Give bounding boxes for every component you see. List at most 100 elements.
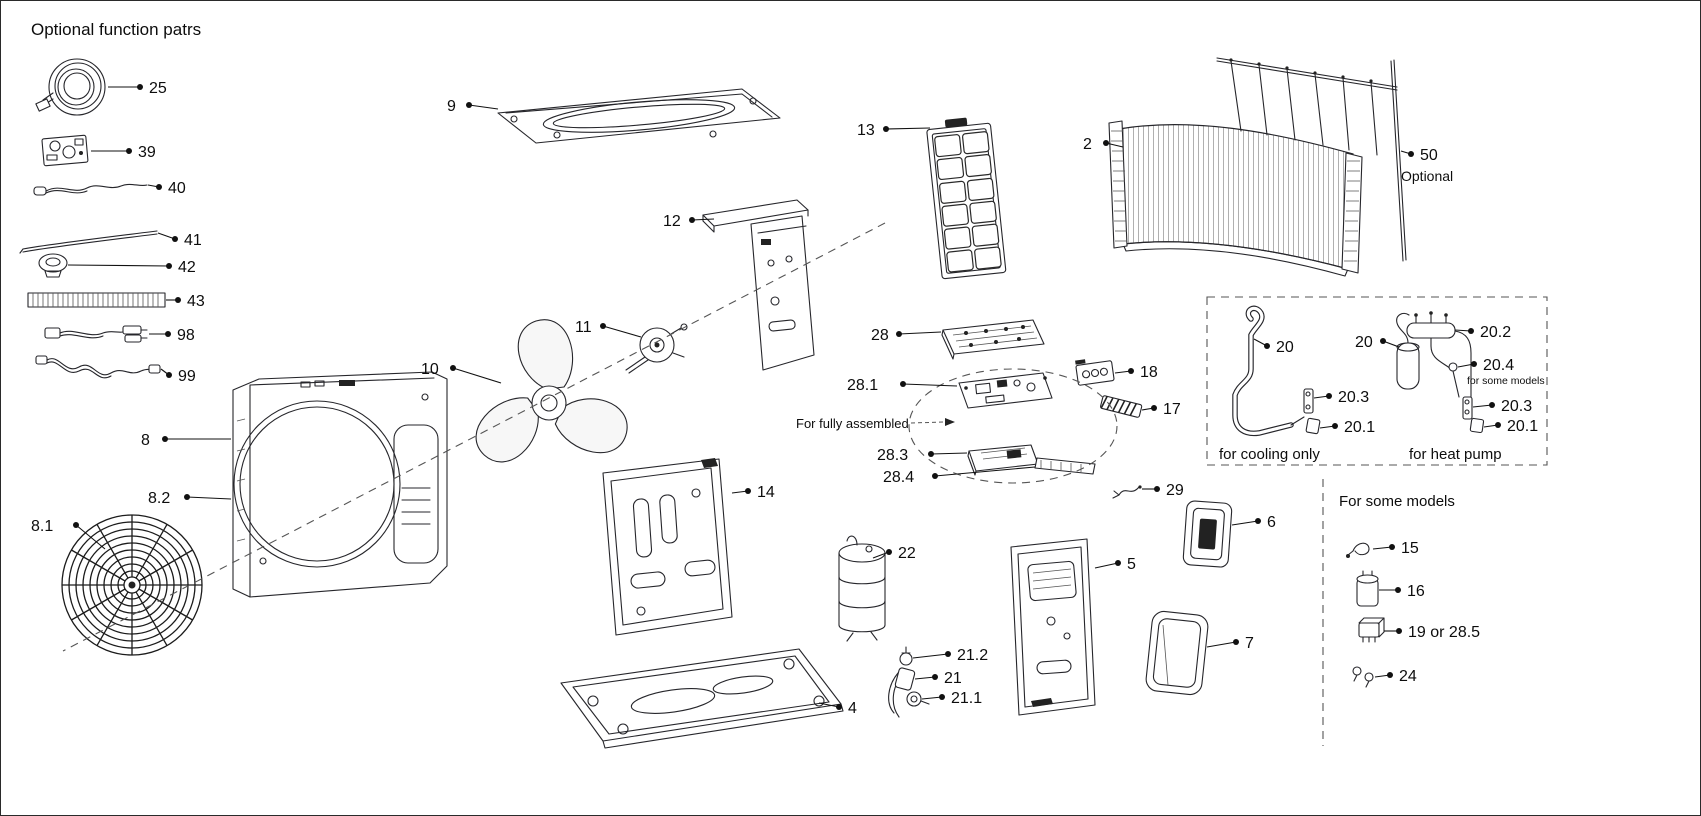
part-top-cover-9 <box>497 88 781 144</box>
callout-18: 18 <box>1114 364 1158 381</box>
callout-2-label: 2 <box>1083 136 1092 153</box>
pipe-options-dashed-box <box>1206 296 1548 466</box>
part-motor-bracket-14 <box>602 458 733 636</box>
callout-19-label: 19 or 28.5 <box>1408 624 1480 641</box>
callout-16-label: 16 <box>1407 583 1425 600</box>
part-fan-motor-11 <box>625 323 688 374</box>
callout-25: 25 <box>108 80 167 97</box>
callout-20-1-cooling-label: 20.1 <box>1344 419 1375 436</box>
callout-16: 16 <box>1379 583 1425 600</box>
callout-14: 14 <box>731 484 775 501</box>
callout-21: 21 <box>914 670 962 687</box>
callout-9-label: 9 <box>447 98 456 115</box>
callout-28-1: 28.1 <box>847 377 958 394</box>
part-grommet-42 <box>38 253 68 278</box>
part-compressor-22 <box>838 535 886 642</box>
callout-28-4: 28.4 <box>883 466 1036 486</box>
callout-99-label: 99 <box>178 368 196 385</box>
callout-98: 98 <box>149 327 195 344</box>
group-cooling-only-pipe <box>1232 305 1321 437</box>
callout-40: 40 <box>147 180 186 197</box>
callout-20-heatpump: 20 <box>1355 334 1400 351</box>
callout-50-label: 50 <box>1420 147 1438 164</box>
group-heat-pump-pipe <box>1396 311 1485 434</box>
callout-7: 7 <box>1206 635 1254 652</box>
part-condenser-coil-2 <box>1108 57 1398 277</box>
callout-12-label: 12 <box>663 213 681 230</box>
callout-8: 8 <box>141 432 231 449</box>
callout-20-1-heatpump: 20.1 <box>1483 418 1538 435</box>
callout-22: 22 <box>872 545 916 562</box>
callout-10: 10 <box>421 361 502 384</box>
part-propeller-fan-10 <box>475 319 628 463</box>
callout-5: 5 <box>1094 556 1136 573</box>
callout-20-1-cooling: 20.1 <box>1319 419 1375 436</box>
callout-28-label: 28 <box>871 327 889 344</box>
for-some-models-caption: For some models <box>1339 493 1455 510</box>
callout-20-2: 20.2 <box>1454 324 1511 341</box>
part-rod-50 <box>1390 59 1407 262</box>
callout-8-1-label: 8.1 <box>31 518 53 535</box>
optional-note: Optional <box>1401 168 1453 184</box>
callout-20-3-heatpump: 20.3 <box>1472 398 1532 415</box>
callout-4-label: 4 <box>848 700 857 717</box>
part-side-panel-5 <box>1010 538 1096 716</box>
part-coiled-hose-25 <box>35 58 106 116</box>
callout-39-label: 39 <box>138 144 156 161</box>
callout-8-1: 8.1 <box>31 518 106 550</box>
callout-21-2-label: 21.2 <box>957 647 988 664</box>
callout-22-label: 22 <box>898 545 916 562</box>
callout-28-4-label: 28.4 <box>883 469 914 486</box>
callout-43: 43 <box>166 293 205 310</box>
callout-6-label: 6 <box>1267 514 1276 531</box>
fully-assembled-note: For fully assembled <box>796 416 909 431</box>
callout-19: 19 or 28.5 <box>1384 624 1480 641</box>
part-tray-28-3 <box>967 444 1039 476</box>
part-capacitor-16 <box>1356 570 1379 607</box>
callout-15-label: 15 <box>1401 540 1419 557</box>
part-control-box-lid-28 <box>941 319 1045 360</box>
part-grille-panel-13 <box>926 117 1007 280</box>
callout-8-2: 8.2 <box>148 490 232 507</box>
callout-20-3-cooling-label: 20.3 <box>1338 389 1369 406</box>
callout-5-label: 5 <box>1127 556 1136 573</box>
part-wire-29 <box>1112 485 1142 499</box>
callout-11-label: 11 <box>575 319 592 336</box>
callout-28-3-label: 28.3 <box>877 447 908 464</box>
callout-12: 12 <box>663 213 715 230</box>
callout-7-label: 7 <box>1245 635 1254 652</box>
callout-24: 24 <box>1374 668 1417 685</box>
callout-10-label: 10 <box>421 361 439 378</box>
part-bracket-6 <box>1182 500 1233 568</box>
callout-20-3-cooling: 20.3 <box>1313 389 1369 406</box>
part-terminal-block-18 <box>1075 359 1115 386</box>
callout-43-label: 43 <box>187 293 205 310</box>
heat-pump-caption: for heat pump <box>1409 446 1502 463</box>
part-fan-guard-8-1 <box>61 514 203 656</box>
callout-20-4-label: 20.4 <box>1483 357 1514 374</box>
part-cover-7 <box>1145 610 1209 696</box>
callout-20-heatpump-label: 20 <box>1355 334 1373 351</box>
part-rail-28-4 <box>1034 457 1096 475</box>
callout-20-cooling-label: 20 <box>1276 339 1294 356</box>
part-relay-19 <box>1358 617 1385 643</box>
callout-42: 42 <box>67 259 196 276</box>
callout-24-label: 24 <box>1399 668 1417 685</box>
part-tube-41 <box>19 230 158 254</box>
callout-21-label: 21 <box>944 670 962 687</box>
callout-29: 29 <box>1142 482 1184 499</box>
callout-17-label: 17 <box>1163 401 1181 418</box>
callout-99: 99 <box>160 368 196 385</box>
callout-28-3: 28.3 <box>877 447 968 464</box>
callout-41: 41 <box>157 232 202 249</box>
part-clip-15 <box>1346 542 1370 558</box>
part-base-pan-4 <box>560 648 844 749</box>
fully-assembled-arrow <box>910 418 955 426</box>
part-sensor-wire-40 <box>33 183 148 196</box>
callout-39: 39 <box>91 144 156 161</box>
callout-25-label: 25 <box>149 80 167 97</box>
part-pcb-39 <box>41 134 89 167</box>
part-pcb-28-1 <box>958 372 1053 409</box>
callout-2: 2 <box>1083 136 1124 153</box>
